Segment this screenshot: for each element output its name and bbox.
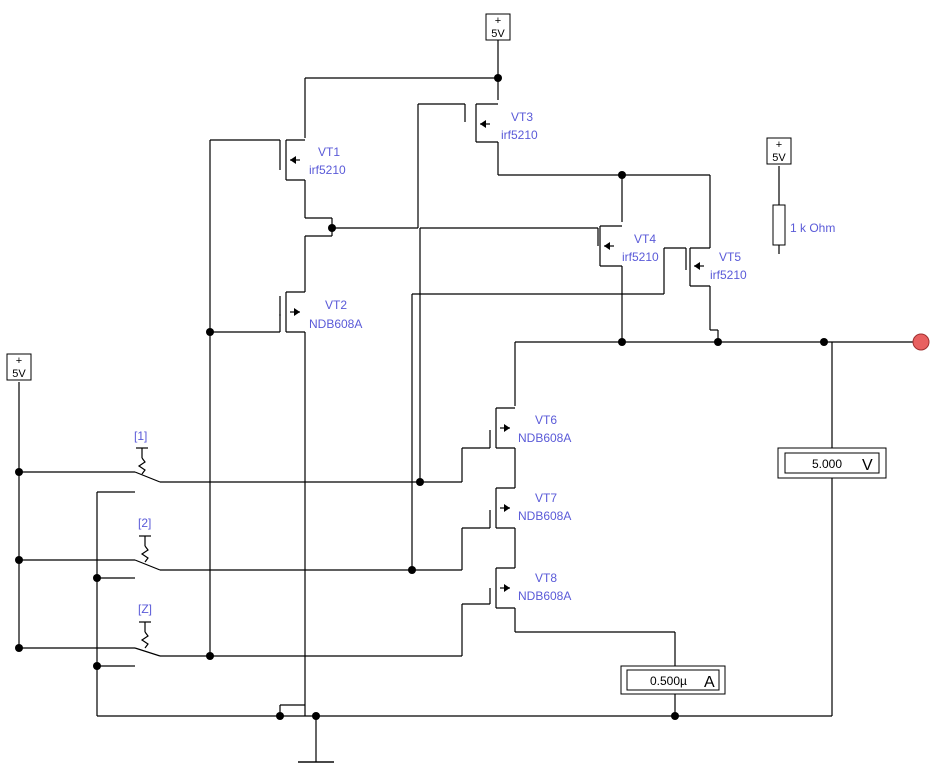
ammeter-unit: A [704, 674, 715, 691]
svg-text:[2]: [2] [138, 516, 151, 530]
svg-text:NDB608A: NDB608A [518, 431, 571, 445]
transistor-vt2: VT2 NDB608A [279, 291, 362, 333]
svg-text:VT1: VT1 [318, 145, 340, 159]
svg-text:VT3: VT3 [511, 110, 533, 124]
svg-text:1 k Ohm: 1 k Ohm [790, 221, 835, 235]
voltmeter-unit: V [862, 457, 873, 474]
svg-text:irf5210: irf5210 [710, 268, 747, 282]
switch-z[interactable]: [Z] [130, 602, 161, 667]
transistor-vt1: VT1 irf5210 [279, 139, 346, 181]
voltmeter: 5.000 V [777, 447, 887, 479]
transistor-vt4: VT4 irf5210 [599, 225, 659, 267]
svg-text:[1]: [1] [134, 429, 147, 443]
svg-text:VT7: VT7 [535, 491, 557, 505]
svg-text:5V: 5V [491, 28, 505, 40]
svg-text:+: + [776, 139, 782, 151]
svg-text:irf5210: irf5210 [622, 250, 659, 264]
svg-text:+: + [16, 355, 22, 367]
svg-text:VT8: VT8 [535, 571, 557, 585]
svg-text:VT2: VT2 [325, 298, 347, 312]
svg-text:irf5210: irf5210 [501, 128, 538, 142]
svg-text:NDB608A: NDB608A [518, 509, 571, 523]
transistor-vt8: VT8 NDB608A [495, 567, 571, 609]
svg-text:[Z]: [Z] [138, 602, 152, 616]
svg-text:irf5210: irf5210 [309, 163, 346, 177]
ammeter-value: 0.500µ [650, 674, 687, 688]
svg-text:5V: 5V [772, 152, 786, 164]
voltmeter-value: 5.000 [812, 457, 842, 471]
svg-text:VT5: VT5 [719, 250, 741, 264]
resistor-1k: 1 k Ohm [772, 204, 835, 246]
switch-1[interactable]: [1] [130, 429, 161, 493]
switch-2[interactable]: [2] [130, 516, 161, 579]
source-5v-top: + 5V [485, 13, 511, 41]
svg-text:5V: 5V [12, 368, 26, 380]
svg-text:NDB608A: NDB608A [309, 317, 362, 331]
transistor-vt7: VT7 NDB608A [495, 487, 571, 529]
svg-text:NDB608A: NDB608A [518, 589, 571, 603]
junction-dots [15, 74, 828, 720]
transistor-vt5: VT5 irf5210 [689, 247, 747, 287]
ammeter: 0.500µ A [620, 665, 726, 695]
transistor-vt6: VT6 NDB608A [495, 407, 571, 449]
source-5v-left: + 5V [6, 353, 32, 381]
svg-text:VT6: VT6 [535, 413, 557, 427]
source-5v-right: + 5V [766, 137, 792, 165]
transistor-vt3: VT3 irf5210 [475, 103, 538, 143]
svg-text:VT4: VT4 [634, 232, 656, 246]
svg-text:+: + [495, 15, 501, 27]
output-probe[interactable] [912, 333, 930, 351]
